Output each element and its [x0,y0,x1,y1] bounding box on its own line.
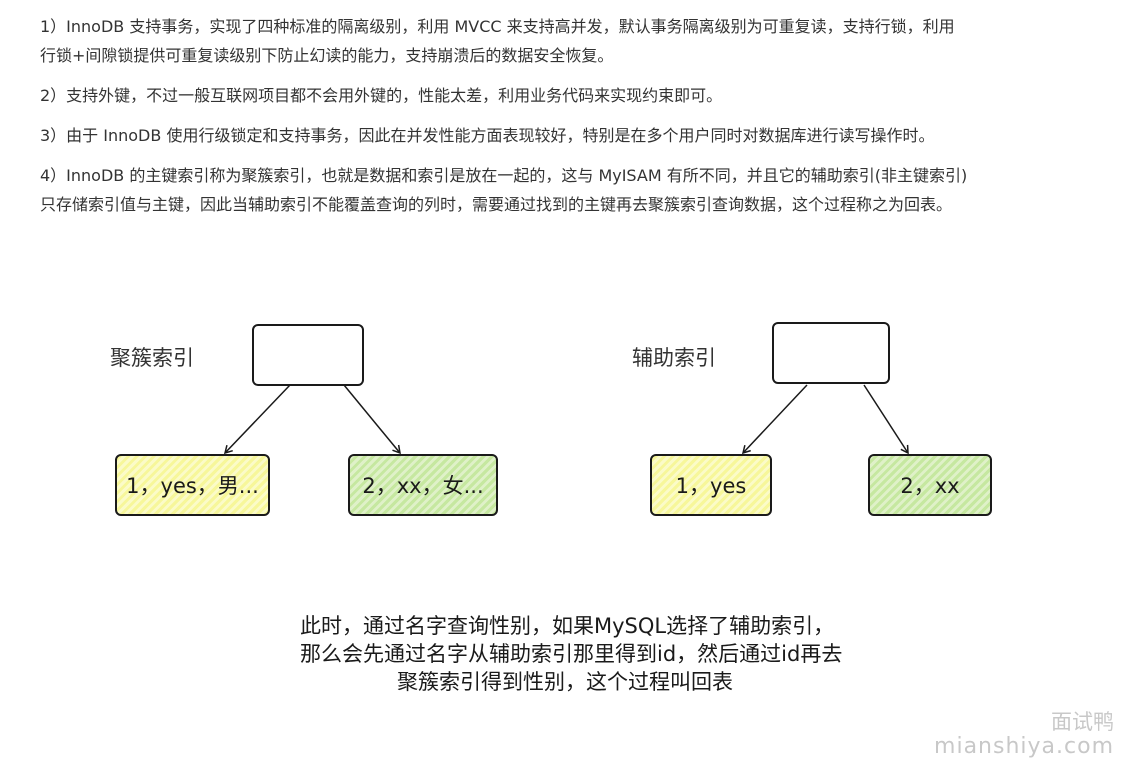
paragraph-1-line-2: 行锁+间隙锁提供可重复读级别下防止幻读的能力，支持崩溃后的数据安全恢复。 [40,46,614,65]
paragraph-1-line-1: 1）InnoDB 支持事务，实现了四种标准的隔离级别，利用 MVCC 来支持高并… [40,17,955,36]
paragraph-4-line-2: 只存储索引值与主键，因此当辅助索引不能覆盖查询的列时，需要通过找到的主键再去聚簇… [40,195,953,214]
article-body: 1）InnoDB 支持事务，实现了四种标准的隔离级别，利用 MVCC 来支持高并… [40,12,1130,230]
clustered-right-leaf: 2，xx，女... [348,454,498,516]
index-diagram: 聚簇索引 1，yes，男... 2，xx，女... 辅助索引 1，yes 2，x… [0,250,1134,762]
paragraph-2-line-1: 2）支持外键，不过一般互联网项目都不会用外键的，性能太差，利用业务代码来实现约束… [40,86,723,105]
watermark-brand-en: mianshiya.com [934,734,1114,759]
caption-line-2: 那么会先通过名字从辅助索引那里得到id，然后通过id再去 [300,642,843,666]
clustered-left-edge [223,384,291,455]
diagram-caption: 此时，通过名字查询性别，如果MySQL选择了辅助索引， 那么会先通过名字从辅助索… [300,612,843,696]
secondary-index-label: 辅助索引 [632,346,716,370]
secondary-right-leaf: 2，xx [868,454,992,516]
watermark-brand-cn: 面试鸭 [1051,710,1114,734]
caption-line-1: 此时，通过名字查询性别，如果MySQL选择了辅助索引， [300,614,835,638]
paragraph-3-line-1: 3）由于 InnoDB 使用行级锁定和支持事务，因此在并发性能方面表现较好，特别… [40,126,935,145]
paragraph-1: 1）InnoDB 支持事务，实现了四种标准的隔离级别，利用 MVCC 来支持高并… [40,12,1130,70]
clustered-root-node [252,324,364,386]
clustered-index-label: 聚簇索引 [110,346,194,370]
secondary-left-leaf: 1，yes [650,454,772,516]
paragraph-4-line-1: 4）InnoDB 的主键索引称为聚簇索引，也就是数据和索引是放在一起的，这与 M… [40,166,968,185]
caption-line-3: 聚簇索引得到性别，这个过程叫回表 [397,670,733,694]
paragraph-4: 4）InnoDB 的主键索引称为聚簇索引，也就是数据和索引是放在一起的，这与 M… [40,161,1130,219]
secondary-right-edge [863,384,909,455]
clustered-left-leaf: 1，yes，男... [115,454,270,516]
clustered-right-edge [343,384,401,455]
diagram-arrows [223,384,909,455]
paragraph-2: 2）支持外键，不过一般互联网项目都不会用外键的，性能太差，利用业务代码来实现约束… [40,81,1130,110]
paragraph-3: 3）由于 InnoDB 使用行级锁定和支持事务，因此在并发性能方面表现较好，特别… [40,121,1130,150]
secondary-left-edge [741,384,808,455]
secondary-root-node [772,322,890,384]
